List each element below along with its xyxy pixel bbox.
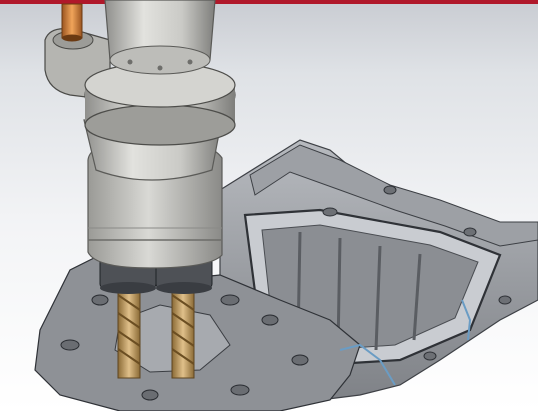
coolant-nozzle-icon[interactable]	[61, 3, 83, 42]
engine-block-casting-icon[interactable]	[34, 139, 538, 411]
drill-bit-icon[interactable]	[117, 282, 195, 379]
tool-holder-icon[interactable]	[44, 0, 236, 146]
title-bar-accent	[0, 0, 538, 4]
